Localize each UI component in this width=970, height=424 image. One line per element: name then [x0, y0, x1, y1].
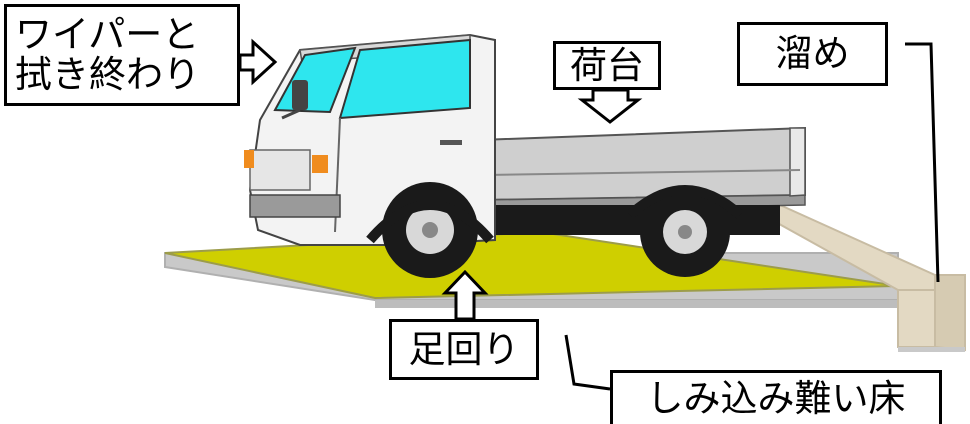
sink-label: 溜め — [737, 22, 888, 86]
suspension-label: 足回り — [389, 319, 539, 380]
arrow-up-icon — [441, 269, 489, 321]
rear-wheel — [640, 187, 730, 277]
wiper-label: ワイパーと 拭き終わり — [4, 4, 240, 106]
cargo-bed-label: 荷台 — [553, 41, 661, 90]
front-wheel — [382, 182, 478, 278]
sink-leader-line — [905, 42, 940, 283]
arrow-down-icon — [577, 88, 643, 124]
sink-ramp — [741, 204, 966, 352]
truck-illustration — [244, 33, 806, 278]
wiper-label-line1: ワイパーと — [15, 13, 200, 57]
wiper-label-line2: 拭き終わり — [15, 53, 200, 96]
arrow-right-icon — [238, 38, 278, 86]
floor-leader-line — [564, 334, 611, 391]
floor-label: しみ込み難い床 — [610, 370, 942, 424]
